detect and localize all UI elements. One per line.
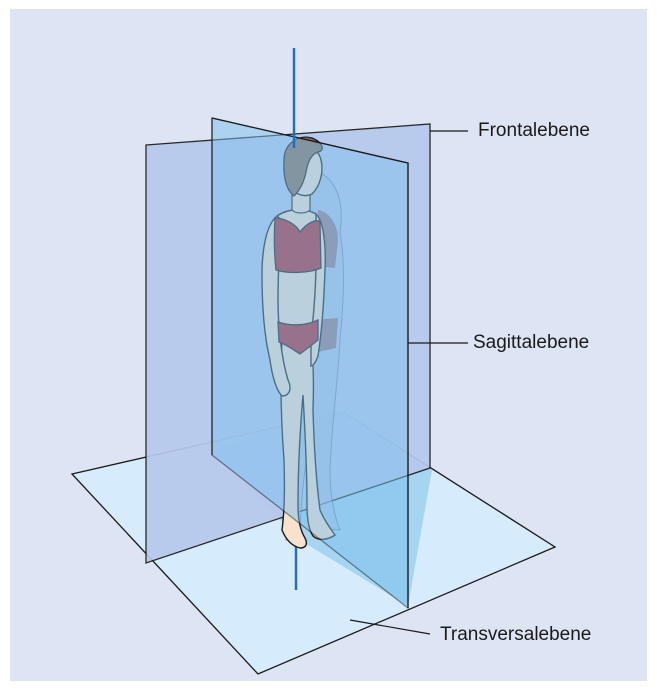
transversal-plane-label: Transversalebene [440, 624, 591, 646]
sagittal-plane-label: Sagittalebene [473, 332, 589, 354]
frontal-plane-label: Frontalebene [478, 120, 590, 142]
